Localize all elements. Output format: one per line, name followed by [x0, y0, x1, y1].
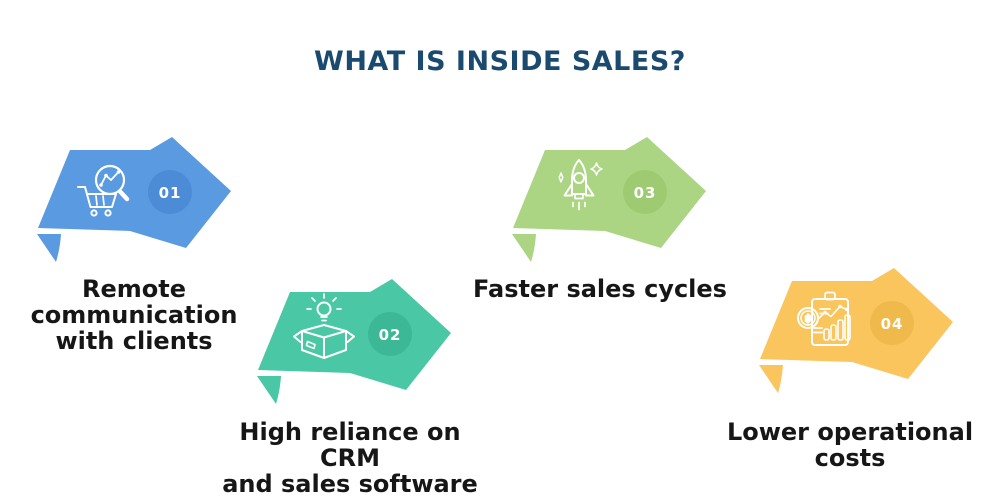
label-line: costs — [814, 444, 886, 472]
label-line: with clients — [55, 327, 213, 355]
step-1-arrow: 01 — [34, 132, 234, 264]
step-3-arrow: 03 — [509, 132, 709, 264]
rocket-icon — [558, 159, 603, 211]
label-line: and sales software — [222, 470, 478, 498]
step-2-label: High reliance on CRM and sales software — [220, 419, 480, 497]
step-number: 02 — [379, 326, 402, 344]
step-number-badge — [623, 170, 667, 214]
step-number-badge — [148, 170, 192, 214]
step-3-label: Faster sales cycles — [470, 276, 730, 302]
page-title: WHAT IS INSIDE SALES? — [314, 46, 686, 77]
arrow-ribbon-shape — [38, 137, 231, 248]
step-1-label: Remote communication with clients — [24, 276, 244, 354]
step-number: 04 — [881, 315, 904, 333]
open-box-idea-icon — [293, 293, 355, 359]
ribbon-fold — [37, 234, 61, 262]
label-line: Faster sales cycles — [473, 275, 727, 303]
step-2-arrow: 02 — [254, 274, 454, 406]
label-line: High reliance on CRM — [239, 418, 461, 472]
step-number-badge — [368, 312, 412, 356]
label-line: Lower operational — [726, 418, 974, 446]
cart-search-analytics-icon — [77, 164, 130, 217]
step-4-arrow: 04 $ — [756, 263, 956, 395]
arrow-ribbon-shape — [513, 137, 706, 248]
ribbon-fold — [512, 234, 536, 262]
step-number: 01 — [159, 184, 182, 202]
step-number: 03 — [634, 184, 657, 202]
clipboard-dollar-chart-icon: $ — [797, 291, 851, 346]
ribbon-fold — [759, 365, 783, 393]
dollar-sign: $ — [805, 315, 811, 325]
step-number-badge — [870, 301, 914, 345]
step-4-label: Lower operational costs — [725, 419, 975, 471]
arrow-ribbon-shape — [760, 268, 953, 379]
ribbon-fold — [257, 376, 281, 404]
label-line: communication — [30, 301, 238, 329]
label-line: Remote — [81, 275, 186, 303]
arrow-ribbon-shape — [258, 279, 451, 390]
